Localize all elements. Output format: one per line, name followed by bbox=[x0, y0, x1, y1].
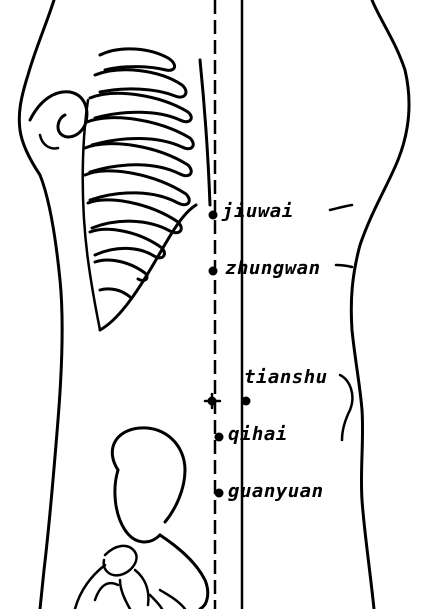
right-tick-zhungwan bbox=[336, 265, 352, 267]
tianshu-label: tianshu bbox=[244, 366, 328, 388]
iliac-crest bbox=[112, 428, 185, 522]
rib-1 bbox=[100, 49, 175, 70]
pelvis-detail-1 bbox=[95, 583, 118, 600]
rib-ends bbox=[83, 100, 100, 330]
right-tick-jiuwai bbox=[330, 205, 352, 210]
pelvis-detail-3 bbox=[160, 590, 185, 609]
rib-7 bbox=[88, 200, 181, 233]
zhungwan-point-dot bbox=[209, 267, 218, 276]
qihai-point-dot bbox=[215, 433, 224, 442]
left-body-outline bbox=[19, 0, 62, 609]
tianshu-left-marker bbox=[205, 394, 220, 408]
guanyuan-point-dot bbox=[215, 489, 224, 498]
femur-head bbox=[104, 546, 137, 576]
guanyuan-label: guanyuan bbox=[228, 480, 324, 502]
jiuwai-label: jiuwai bbox=[222, 200, 294, 222]
rib-10 bbox=[100, 289, 130, 297]
pelvis-detail-4 bbox=[150, 595, 162, 609]
left-shoulder bbox=[30, 92, 87, 137]
rib-8 bbox=[90, 229, 164, 258]
hip-bone bbox=[115, 470, 160, 542]
zhungwan-label: zhungwan bbox=[225, 257, 321, 279]
right-waist-curve bbox=[340, 375, 352, 440]
ribcage-inner-edge bbox=[200, 60, 210, 205]
jiuwai-point-dot bbox=[209, 211, 218, 220]
shoulder-detail bbox=[40, 135, 58, 148]
pelvis-detail-2 bbox=[135, 570, 148, 605]
right-body-outline bbox=[351, 0, 409, 609]
rib-9 bbox=[95, 260, 147, 280]
qihai-label: qihai bbox=[228, 423, 288, 445]
sacrum-outline bbox=[120, 580, 130, 609]
tianshu-right-point-dot bbox=[242, 397, 251, 406]
pubic-bone bbox=[160, 535, 208, 609]
